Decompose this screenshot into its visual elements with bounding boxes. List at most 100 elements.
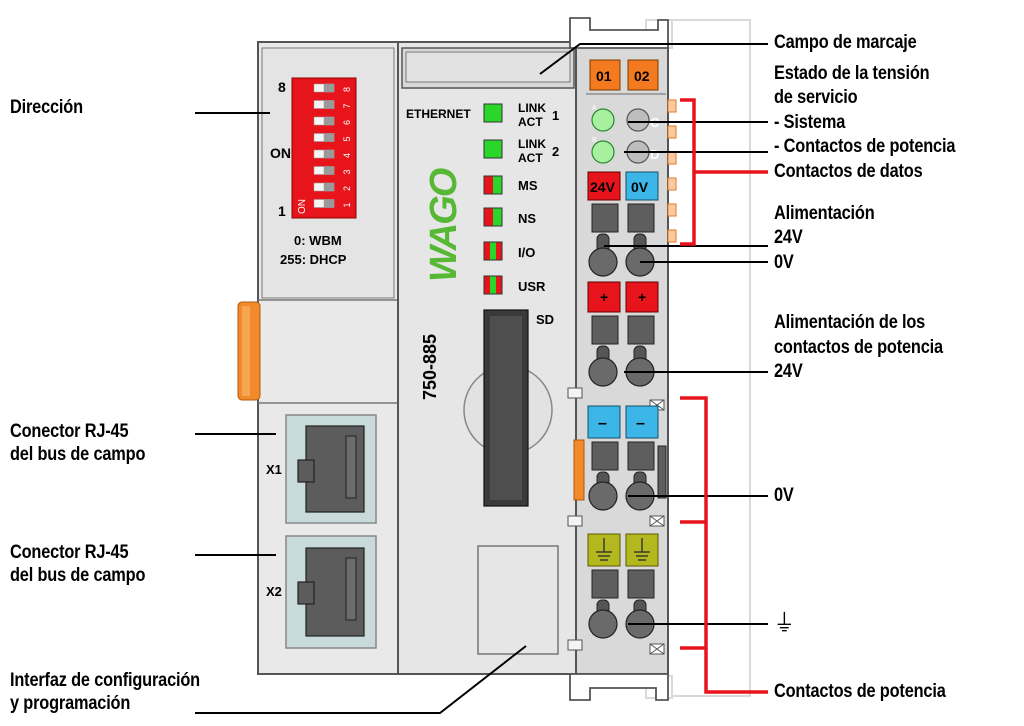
- led-io: [483, 241, 503, 261]
- terminal-tag-01: [589, 59, 621, 91]
- led-ms: [483, 175, 503, 195]
- label-contactos-datos: Contactos de datos: [774, 161, 923, 182]
- rj45-port-x1[interactable]: [285, 414, 377, 524]
- terminal-plus-1-label: +: [600, 289, 608, 305]
- config-interface-cover[interactable]: [477, 545, 559, 655]
- terminal-24v: [587, 171, 621, 201]
- label-estado-line2: de servicio: [774, 87, 858, 108]
- rj45-port-x2[interactable]: [285, 535, 377, 649]
- label-config-line2: y programación: [10, 693, 131, 714]
- x1-label: X1: [266, 462, 282, 477]
- dip-number: 2: [342, 186, 352, 191]
- terminal-tag-02: [627, 59, 659, 91]
- dip-knob: [323, 116, 335, 126]
- terminal-minus-1-label: –: [598, 415, 607, 432]
- label-alimentacion-24v: 24V: [774, 227, 803, 248]
- sd-card-slot[interactable]: [463, 309, 553, 507]
- led-link1-b: ACT: [518, 115, 543, 129]
- led-a-label: A: [592, 105, 597, 112]
- dip-number: 4: [342, 153, 352, 158]
- label-estado-line4: - Contactos de potencia: [774, 136, 956, 157]
- label-alimentacion: Alimentación: [774, 203, 875, 224]
- terminal-minus-2-label: –: [636, 415, 645, 432]
- terminal-strip: [586, 59, 667, 639]
- terminal-plus-2-label: +: [638, 289, 646, 305]
- dip-number: 8: [342, 87, 352, 92]
- label-campo-marcaje: Campo de marcaje: [774, 32, 917, 53]
- dip-number: 3: [342, 169, 352, 174]
- led-link2-n: 2: [552, 144, 559, 159]
- dip-bottom-label: 1: [278, 203, 286, 219]
- label-0v-2: 0V: [774, 485, 794, 506]
- ethernet-label: ETHERNET: [406, 107, 471, 121]
- label-alimpot-line1: Alimentación de los: [774, 312, 926, 333]
- label-direccion: Dirección: [10, 97, 83, 118]
- led-b: [591, 140, 615, 164]
- label-estado-line1: Estado de la tensión: [774, 63, 930, 84]
- svg-text:WAGO: WAGO: [423, 168, 465, 282]
- terminal-02-label: 02: [634, 68, 650, 84]
- clamp-row1[interactable]: [588, 233, 655, 277]
- terminal-24v-label: 24V: [590, 179, 616, 195]
- dip-number: 1: [342, 202, 352, 207]
- led-link2-b: ACT: [518, 151, 543, 165]
- terminal-plus-1: [587, 281, 621, 313]
- dip-knob: [323, 133, 335, 142]
- dip-number: 5: [342, 136, 352, 141]
- leader-lines: [195, 43, 768, 714]
- label-contactos-potencia: Contactos de potencia: [774, 681, 946, 702]
- dip-number: 6: [342, 120, 352, 125]
- clamp-row4[interactable]: [588, 599, 655, 639]
- led-link1-n: 1: [552, 108, 559, 123]
- dip-switch[interactable]: [291, 77, 357, 219]
- dip-top-label: 8: [278, 79, 286, 95]
- x2-label: X2: [266, 584, 282, 599]
- led-a: [591, 108, 615, 132]
- label-estado-line3: - Sistema: [774, 112, 846, 133]
- dip-knob: [323, 182, 335, 192]
- led-ns-label: NS: [518, 211, 536, 226]
- terminal-minus-2: [625, 405, 659, 439]
- label-rj45-1-line1: Conector RJ-45: [10, 421, 129, 442]
- led-ms-label: MS: [518, 178, 538, 193]
- label-alimpot-line2: contactos de potencia: [774, 337, 943, 358]
- led-link2: [483, 139, 503, 159]
- led-usr: [483, 275, 503, 295]
- label-alimentacion-0v: 0V: [774, 252, 794, 273]
- led-ns: [483, 207, 503, 227]
- dip-on-label: ON: [270, 145, 291, 161]
- led-link2-a: LINK: [518, 137, 546, 151]
- dip-on-small: ON: [297, 199, 308, 214]
- terminal-minus-1: [587, 405, 621, 439]
- terminal-01-label: 01: [596, 68, 612, 84]
- label-config-line1: Interfaz de configuración: [10, 670, 200, 691]
- wbm-label: 0: WBM: [294, 233, 342, 248]
- led-d-label: D: [650, 147, 659, 162]
- terminal-plus-2: [625, 281, 659, 313]
- label-rj45-2-line1: Conector RJ-45: [10, 542, 129, 563]
- label-alimpot-line3: 24V: [774, 361, 803, 382]
- terminal-0v-label: 0V: [631, 179, 649, 195]
- dip-knob: [323, 83, 335, 93]
- terminal-0v: [625, 171, 659, 201]
- dip-knob: [323, 149, 335, 159]
- led-usr-label: USR: [518, 279, 546, 294]
- led-c: [626, 108, 650, 132]
- led-link1-a: LINK: [518, 101, 546, 115]
- dip-knob: [323, 100, 335, 109]
- label-rj45-1-line2: del bus de campo: [10, 444, 146, 465]
- dip-number: 7: [342, 103, 352, 108]
- dip-knob: [323, 199, 335, 208]
- red-brackets: [680, 98, 768, 694]
- led-link1: [483, 103, 503, 123]
- led-io-label: I/O: [518, 245, 535, 260]
- label-rj45-2-line2: del bus de campo: [10, 565, 146, 586]
- dip-knob: [323, 166, 335, 175]
- wago-logo: WAGO: [423, 168, 465, 282]
- model-label: 750-885: [420, 334, 440, 400]
- led-b-label: B: [592, 137, 597, 144]
- dhcp-label: 255: DHCP: [280, 252, 347, 267]
- label-ground-icon: ⏚: [774, 609, 795, 637]
